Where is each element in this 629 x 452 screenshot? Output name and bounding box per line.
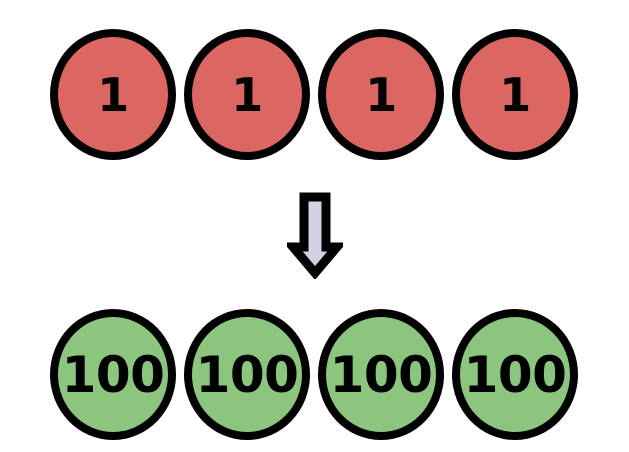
- node-after-2: 100: [184, 309, 310, 440]
- node-after-1: 100: [50, 309, 176, 440]
- node-before-4: 1: [452, 29, 578, 160]
- after-node-row: 100 100 100 100: [50, 309, 578, 440]
- node-value-label: 100: [61, 345, 165, 404]
- node-after-4: 100: [452, 309, 578, 440]
- node-before-3: 1: [318, 29, 444, 160]
- node-value-label: 100: [195, 345, 299, 404]
- node-value-label: 100: [463, 345, 567, 404]
- node-before-1: 1: [50, 29, 176, 160]
- node-after-3: 100: [318, 309, 444, 440]
- node-value-label: 1: [97, 67, 129, 122]
- node-value-label: 1: [231, 67, 263, 122]
- node-value-label: 100: [329, 345, 433, 404]
- node-value-label: 1: [499, 67, 531, 122]
- node-before-2: 1: [184, 29, 310, 160]
- before-node-row: 1 1 1 1: [50, 29, 578, 160]
- down-arrow-icon: [287, 191, 343, 279]
- node-value-label: 1: [365, 67, 397, 122]
